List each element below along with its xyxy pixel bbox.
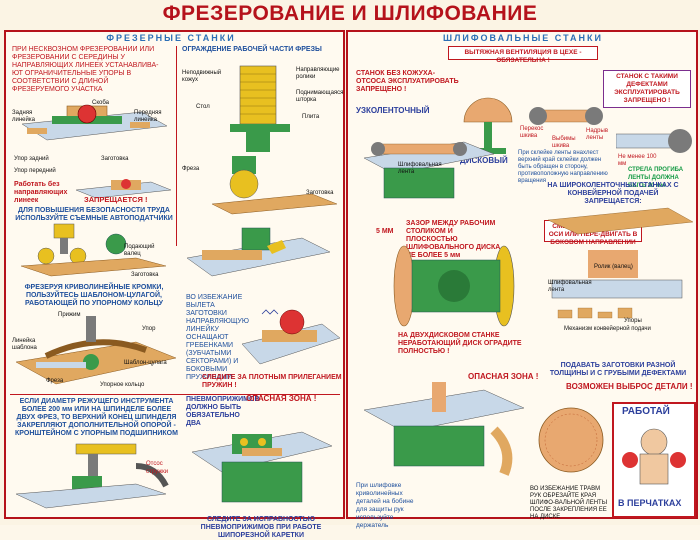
page-title: ФРЕЗЕРОВАНИЕ И ШЛИФОВАНИЕ [162, 2, 538, 25]
label-template: Шаблон-цулага [124, 360, 167, 366]
disc-trim-illustration [538, 407, 604, 473]
label-thrust-ring: Упорное кольцо [100, 382, 145, 388]
label-roller: Ролик (валец) [594, 264, 633, 270]
gloves-top-text: РАБОТАЙ [622, 406, 670, 417]
label-clamp: Прижим [58, 312, 81, 318]
milling-panel: ФРЕЗЕРНЫЕ СТАНКИ ПРИ НЕСКВОЗНОМ ФРЕЗЕРОВ… [4, 30, 345, 539]
ventilation-box: ВЫТЯЖНАЯ ВЕНТИЛЯЦИЯ В ЦЕХЕ - ОБЯЗАТЕЛЬНА… [448, 46, 598, 64]
disc-sander-illustration [463, 97, 513, 154]
divider [176, 46, 177, 246]
belt-overlap-illustration [616, 129, 692, 153]
label-guide-rollers: Направляющие ролики [296, 67, 340, 80]
cutter-guard-illustration [230, 65, 290, 152]
forbidden-text: ЗАПРЕЩАЕТСЯ ! [84, 195, 148, 204]
safety-text: ДЛЯ ПОВЫШЕНИЯ БЕЗОПАСНОСТИ ТРУДА ИСПОЛЬЗ… [15, 207, 173, 222]
label-feed-roller: Подающий валец [124, 244, 155, 257]
label-template-ruler: Линейка шаблона [12, 338, 37, 351]
milling-heading: ФРЕЗЕРНЫЕ СТАНКИ [106, 33, 236, 43]
label-table: Стол [196, 104, 210, 110]
label-fixed-cover: Неподвижный кожух [182, 70, 222, 83]
wide-belt-text: НА ШИРОКОЛЕНТОЧНЫХ СТАНКАХ С КОНВЕЙЕРНОЙ… [547, 182, 679, 205]
combs-illustration [186, 227, 331, 277]
trim-text: ВО ИЗБЕЖАНИЕ ТРАВМ РУК ОБРЕЗАЙТЕ КРАЯ ШЛ… [530, 486, 608, 520]
label-wide-belt: Шлифовальная лента [548, 280, 592, 293]
label-stops: Упоры [624, 318, 642, 324]
label-workpiece: Заготовка [101, 156, 129, 162]
narrow-belt-label: УЗКОЛЕНТОЧНЫЙ [356, 106, 430, 115]
bobbin-sander-illustration [363, 382, 525, 476]
diameter-text: ЕСЛИ ДИАМЕТР РЕЖУЩЕГО ИНСТРУМЕНТА БОЛЕЕ … [15, 398, 178, 437]
label-belt-tear: Надрыв ленты [586, 128, 609, 141]
gloves-box: РАБОТАЙ В ПЕРЧАТКАХ [612, 402, 696, 518]
label-cutter: Фреза [182, 166, 200, 172]
label-plate: Плита [302, 114, 320, 120]
danger-zone-left: ОПАСНАЯ ЗОНА ! [246, 394, 317, 403]
label-pulley-skew: Перекос шкива [520, 126, 544, 139]
pneumo-bottom-text: СЛЕДИТЕ ЗА ИСПРАВНОСТЬЮ ПНЕВМОПРИЖИМОВ П… [200, 516, 322, 539]
no-rulers-illustration [76, 179, 171, 199]
wide-belt-illustration [548, 207, 693, 319]
autofeeder-illustration [20, 223, 167, 277]
guard-title: ОГРАЖДЕНИЕ РАБОЧЕЙ ЧАСТИ ФРЕЗЫ [182, 46, 322, 53]
grinding-panel: ШЛИФОВАЛЬНЫЕ СТАНКИ ВЫТЯЖНАЯ ВЕНТИЛЯЦИЯ … [346, 30, 698, 529]
curved-parts-text: При шлифовке криволинейных деталей на бо… [356, 482, 414, 529]
double-disc-text: НА ДВУХДИСКОВОМ СТАНКЕ НЕРАБОТАЮЩИЙ ДИСК… [398, 332, 522, 355]
label-front-ruler: Передняя линейка [134, 110, 162, 123]
spindle-support-illustration [16, 443, 169, 509]
no-rulers-text: Работать без направляющих линеек [14, 181, 68, 204]
label-conveyor: Механизм конвейерной подачи [564, 326, 651, 332]
no-hood-text: СТАНОК БЕЗ КОЖУХА-ОТСОСА ЭКСПЛУАТИРОВАТЬ… [356, 70, 459, 93]
ejection-text: ВОЗМОЖЕН ВЫБРОС ДЕТАЛИ ! [566, 382, 693, 391]
label-pulley-wear: Выбимы шкива [552, 136, 576, 149]
springs-illustration [242, 309, 340, 365]
label-min-100: Не менее 100 мм [618, 154, 657, 167]
curved-text: ФРЕЗЕРУЯ КРИВОЛИНЕЙНЫЕ КРОМКИ, ПОЛЬЗУЙТЕ… [24, 284, 164, 307]
tenoner-illustration [191, 431, 333, 503]
label-back-stop: Упор задний [14, 156, 49, 162]
milling-rulers-illustration [21, 104, 168, 141]
sag-text: СТРЕЛА ПРОГИБА ЛЕНТЫ ДОЛЖНА БЫТЬ 20 мм [628, 167, 684, 189]
pneumo-text: ПНЕВМОПРИЖИМОВ ДОЛЖНО БЫТЬ ОБЯЗАТЕЛЬНО Д… [186, 396, 260, 427]
poster: ФРЕЗЕРОВАНИЕ И ШЛИФОВАНИЕ ФРЕЗЕРНЫЕ СТАН… [4, 2, 698, 539]
label-workpiece-b: Заготовка [131, 272, 159, 278]
springs-text: СЛЕДИТЕ ЗА ПЛОТНЫМ ПРИЛЕГАНИЕМ ПРУЖИН ! [202, 374, 342, 389]
thickness-text: ПОДАВАТЬ ЗАГОТОВКИ РАЗНОЙ ТОЛЩИНЫ И С ГР… [549, 362, 687, 377]
five-mm-label: 5 ММ [376, 228, 394, 235]
gloves-bottom-text: В ПЕРЧАТКАХ [618, 498, 682, 508]
grinding-heading: ШЛИФОВАЛЬНЫЕ СТАНКИ [443, 33, 603, 43]
double-disc-illustration [393, 245, 515, 327]
belt-sander-illustration [363, 141, 495, 199]
disc-label: ДИСКОВЫЙ [460, 156, 508, 165]
boxer-icon [622, 428, 686, 485]
danger-zone-right: ОПАСНАЯ ЗОНА ! [468, 372, 539, 381]
label-front-stop: Упор передний [14, 168, 56, 174]
vyleta-text: ВО ИЗБЕЖАНИЕ ВЫЛЕТА ЗАГОТОВКИ НАПРАВЛЯЮЩ… [186, 294, 249, 381]
label-shutter: Поднимающаяся шторка [296, 90, 344, 103]
label-workpiece-c: Заготовка [306, 190, 334, 196]
belt-defects-illustration [529, 107, 603, 125]
chips-text: Отсос стружки [146, 461, 169, 475]
template-illustration [16, 316, 176, 385]
gap-text: ЗАЗОР МЕЖДУ РАБОЧИМ СТОЛИКОМ И ПЛОСКОСТЬ… [406, 220, 505, 259]
label-back-ruler: Задняя линейка [12, 110, 35, 123]
label-cutter-c: Фреза [46, 378, 64, 384]
intro-text: ПРИ НЕСКВОЗНОМ ФРЕЗЕРОВАНИИ ИЛИ ФРЕЗЕРОВ… [12, 46, 159, 93]
cutter-guard-closeup [211, 156, 337, 215]
label-bracket: Скоба [92, 100, 109, 106]
label-sanding-belt: Шлифовальная лента [398, 162, 442, 175]
splice-text: При склейке ленты внахлест верхний край … [518, 150, 608, 184]
defects-box: СТАНОК С ТАКИМИ ДЕФЕКТАМИ ЭКСПЛУАТИРОВАТ… [603, 70, 691, 108]
label-stop: Упор [142, 326, 156, 332]
divider [10, 394, 340, 395]
